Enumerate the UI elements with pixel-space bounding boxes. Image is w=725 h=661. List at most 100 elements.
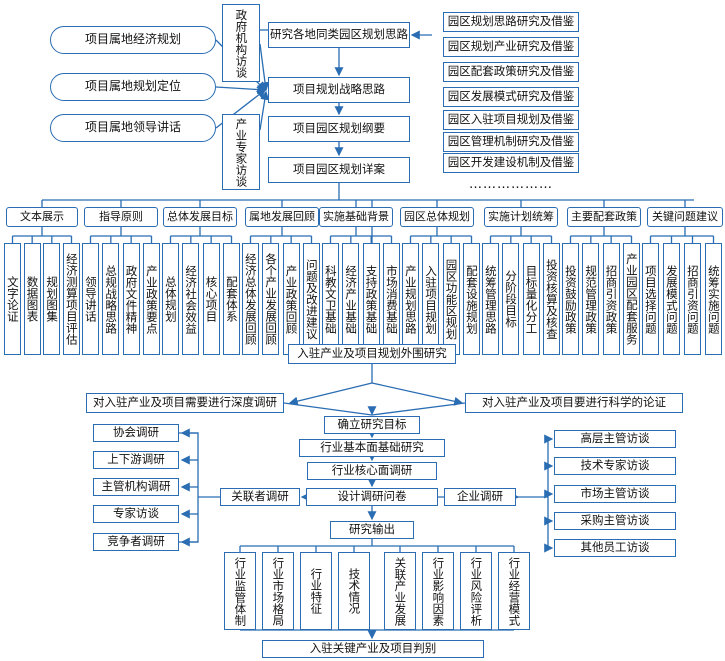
input-pill-2: 项目属地规划定位 [50,73,216,101]
category-item-8-1: 投资鼓励政策 [562,243,579,355]
periphery-to-demonstrate [371,382,464,406]
category-item-4-4: 问题及改进建议 [303,243,320,355]
category-title-8: 主要配套政策 [567,207,641,227]
left-survey-3: 主管机构调研 [93,478,179,496]
main-flow-3: 项目园区规划纲要 [268,116,410,142]
category-title-3: 总体发展目标 [163,207,237,227]
demonstrate-merge [371,402,466,416]
category-item-3-3: 核心项目 [202,243,220,355]
category-item-6-4: 配套设施规划 [463,243,480,355]
case-study-7: 园区开发建设机制及借鉴 [443,153,579,173]
case-study-5: 园区入驻项目规划及借鉴 [443,110,579,130]
case-study-4: 园区发展模式研究及借鉴 [443,87,579,107]
research-output-8: 行业经营模式 [498,552,530,630]
research-step-1: 确立研究目标 [324,416,420,434]
flow-to-categories [42,183,340,201]
category-item-1-4: 经济测算项目评估 [63,243,80,355]
case-study-8: ……………… [443,175,579,195]
research-output-7: 行业风险评析 [460,552,492,630]
related-party-box: 关联者调研 [220,488,300,506]
input-pill-1: 项目属地经济规划 [50,26,216,54]
category-item-2-2: 总规战略思路 [102,243,120,355]
research-output-2: 行业市场格局 [262,552,294,630]
category-item-9-3: 招商引资问题 [684,243,701,355]
category-item-6-1: 产业规划思路 [402,243,419,355]
category-item-4-1: 经济总体发展回顾 [242,243,259,355]
category-item-1-2: 数据图表 [23,243,41,355]
research-output-5: 关联产业发展 [384,552,416,630]
category-item-8-3: 招商引资政策 [602,243,620,355]
periphery-to-deep [288,364,373,406]
research-output-6: 行业影响因素 [422,552,454,630]
category-item-8-4: 产业园区配套服务 [623,243,640,355]
category-title-2: 指导原则 [84,207,158,227]
category-item-9-1: 项目选择问题 [642,243,659,355]
category-item-5-1: 科教文卫基础 [322,243,339,355]
case-study-2: 园区规划产业研究及借鉴 [443,37,579,57]
category-item-3-2: 经济社会效益 [182,243,200,355]
enterprise-box: 企业调研 [444,488,516,506]
category-item-8-2: 规范管理政策 [582,243,600,355]
category-item-7-3: 目标量化分工 [522,243,540,355]
input-pill-3: 项目属地领导讲话 [50,114,216,142]
category-item-3-4: 配套体系 [223,243,240,355]
category-item-1-3: 规划图集 [43,243,61,355]
category-title-1: 文本展示 [6,207,78,227]
category-item-7-4: 投资核算及核查 [543,243,560,355]
deep-merge [283,402,373,416]
right-survey-2: 技术专家访谈 [554,457,676,475]
category-item-4-2: 各个产业发展回顾 [262,243,280,355]
left-survey-4: 专家访谈 [93,505,179,523]
right-survey-1: 高层主管访谈 [554,430,676,448]
category-item-9-4: 统筹实施问题 [705,243,722,355]
right-survey-5: 其他员工访谈 [554,539,676,557]
category-item-9-2: 发展模式问题 [663,243,680,355]
final-judgment-box: 入驻关键产业及项目判别 [262,640,484,658]
research-output-4: 技术情况 [338,552,370,630]
case-study-6: 园区管理机制研究及借鉴 [443,132,579,152]
main-flow-1: 研究各地同类园区规划思路 [268,22,410,48]
category-item-2-3: 政府文件精神 [122,243,140,355]
expert-to-strategy [259,90,270,131]
category-item-5-2: 经济产业基础 [342,243,360,355]
main-flow-2: 项目规划战略思路 [268,77,410,103]
periphery-research-box: 入驻产业及项目规划外围研究 [288,344,456,364]
category-item-3-1: 总体规划 [162,243,179,355]
category-item-6-2: 入驻项目规划 [422,243,440,355]
category-item-7-1: 统筹管理思路 [482,243,499,355]
input-to-strategy [215,84,267,95]
category-item-5-4: 市场消费基础 [383,243,400,355]
research-step-4: 设计调研问卷 [306,488,438,506]
category-item-2-4: 产业政策要点 [143,243,160,355]
left-survey-5: 竞争者调研 [93,533,179,551]
gov-interview-box: 政府机构访谈 [222,4,260,82]
gov-to-strategy [259,43,270,92]
category-item-1-1: 文字论证 [4,243,21,355]
category-title-6: 园区总体规划 [400,207,474,227]
right-survey-4: 采购主管访谈 [554,512,676,530]
left-survey-2: 上下游调研 [93,451,179,469]
category-item-2-1: 领导讲话 [82,243,99,355]
category-item-7-2: 分阶段目标 [502,243,520,355]
main-flow-4: 项目园区规划详案 [268,157,410,183]
category-title-4: 属地发展回顾 [245,207,319,227]
case-study-1: 园区规划思路研究及借鉴 [443,12,579,32]
research-step-2: 行业基本面基础研究 [299,439,445,457]
category-item-5-3: 支持政策基础 [362,243,380,355]
research-step-3: 行业核心面调研 [307,462,437,480]
category-title-5: 实施基础背景 [319,207,393,227]
category-title-9: 关键问题建议 [647,207,723,227]
case-study-3: 园区配套政策研究及借鉴 [443,62,579,82]
research-output-1: 行业监管体制 [224,552,256,630]
category-title-7: 实施计划统筹 [484,207,558,227]
research-step-5: 研究输出 [330,521,414,539]
right-survey-3: 市场主管访谈 [554,485,676,503]
left-survey-1: 协会调研 [93,424,179,442]
expert-interview-box: 产业专家访谈 [222,114,260,190]
research-output-3: 行业特征 [300,552,332,630]
category-item-4-3: 产业政策回顾 [282,243,300,355]
deep-research-box: 对入驻产业及项目需要进行深度调研 [86,393,284,413]
demonstrate-research-box: 对入驻产业及项目要进行科学的论证 [465,393,683,413]
category-item-6-3: 园区功能区规划 [442,243,460,355]
